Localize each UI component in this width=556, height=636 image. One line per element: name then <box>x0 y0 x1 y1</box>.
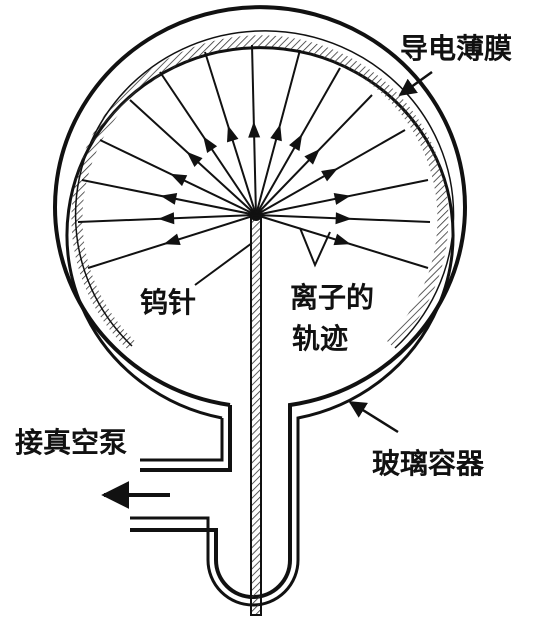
ion-trajectory-arrowhead <box>335 212 352 225</box>
ion-trajectory-arrowhead <box>270 124 282 142</box>
ion-trajectory-arrowhead <box>304 149 320 165</box>
glass-vessel-outer <box>53 5 467 599</box>
ion-trajectory-label-line1: 离子的 <box>290 281 374 314</box>
ion-trajectory-arrowhead <box>333 233 351 246</box>
tungsten-needle <box>250 214 262 616</box>
ion-trajectories <box>77 44 431 269</box>
ion-trajectory-arrowhead <box>203 136 218 153</box>
tungsten-needle-label: 钨针 <box>140 286 196 319</box>
ion-trajectory-arrowhead <box>170 173 188 187</box>
conductive-film <box>71 35 449 350</box>
ion-trajectory-arrowhead <box>333 193 351 205</box>
ion-trajectory-arrowhead <box>186 151 203 167</box>
vacuum-pump-label: 接真空泵 <box>15 426 127 459</box>
container-pointer-arrow <box>348 400 399 434</box>
ion-trajectory-label-line2: 轨迹 <box>292 322 348 355</box>
ion-trajectory-arrowhead <box>163 233 181 246</box>
needle-leader-line <box>194 242 253 286</box>
ion-trajectory-arrowhead <box>321 168 338 182</box>
ion-trajectory-arrowhead <box>227 125 239 143</box>
glass-container-label: 玻璃容器 <box>372 447 485 480</box>
ion-trajectory-arrowhead <box>289 134 303 152</box>
ion-trajectory-arrowhead <box>160 193 178 205</box>
trajectory-leader-lines <box>299 227 331 268</box>
ion-trajectory-arrowhead <box>158 212 175 225</box>
ion-trajectory-arrowhead <box>248 121 261 138</box>
conductive-film-edge <box>74 30 455 349</box>
pump-tube-upper <box>140 405 232 472</box>
conductive-film-label: 导电薄膜 <box>400 32 512 65</box>
film-pointer-arrow <box>398 70 433 97</box>
pump-tube-upper-inner <box>140 418 224 462</box>
